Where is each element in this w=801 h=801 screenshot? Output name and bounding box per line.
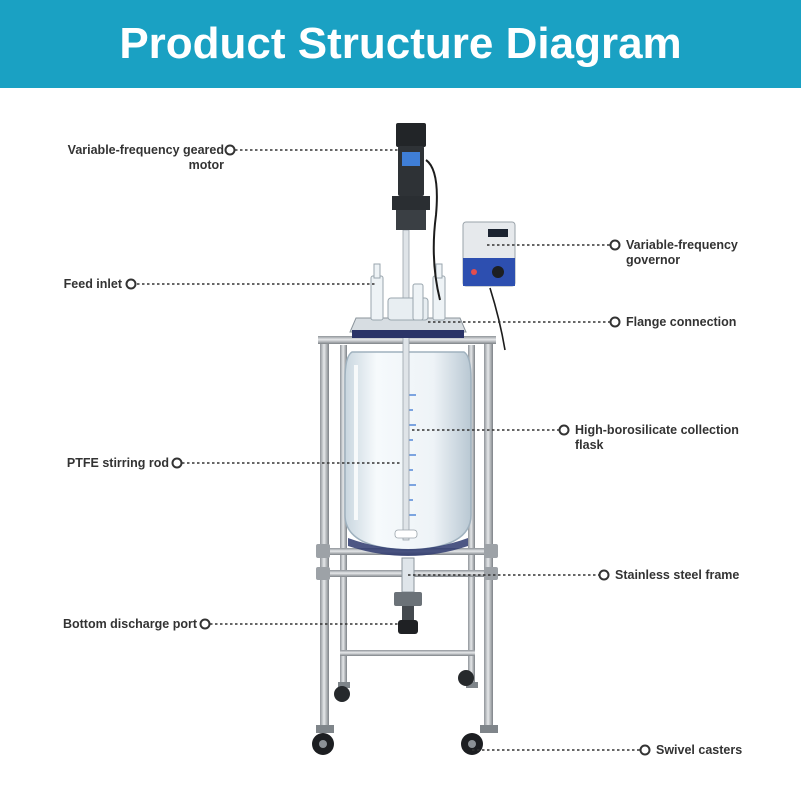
label-ptfe-stirring-rod: PTFE stirring rod	[66, 456, 169, 470]
label-bottom-discharge-port: Bottom discharge port	[62, 617, 197, 631]
flange	[349, 297, 467, 338]
feed-inlets	[370, 263, 446, 321]
label-flask-line1: High-borosilicate collection	[575, 423, 739, 437]
page-title: Product Structure Diagram	[119, 19, 682, 68]
label-feed-inlet: Feed inlet	[63, 277, 122, 291]
label-geared-motor-line2: motor	[188, 158, 224, 172]
label-swivel-casters: Swivel casters	[656, 743, 743, 757]
ptfe-stirring-rod	[402, 229, 410, 541]
label-geared-motor: Variable-frequency geared motor	[68, 143, 224, 173]
governor-box	[462, 221, 516, 351]
label-collection-flask: High-borosilicate collection flask	[575, 423, 739, 453]
discharge-valve	[394, 557, 422, 634]
label-stainless-steel-frame: Stainless steel frame	[615, 568, 740, 582]
title-banner: Product Structure Diagram	[0, 0, 801, 88]
label-governor-line1: Variable-frequency	[626, 238, 738, 252]
label-flask-line2: flask	[575, 438, 604, 452]
label-variable-frequency-governor: Variable-frequency governor	[626, 238, 738, 268]
label-anchors	[125, 144, 651, 756]
label-flange-connection: Flange connection	[626, 315, 737, 329]
label-geared-motor-line1: Variable-frequency geared	[67, 143, 224, 157]
label-governor-line2: governor	[626, 253, 681, 267]
swivel-casters	[312, 670, 498, 755]
leader-lines	[137, 149, 640, 751]
geared-motor	[392, 123, 441, 301]
